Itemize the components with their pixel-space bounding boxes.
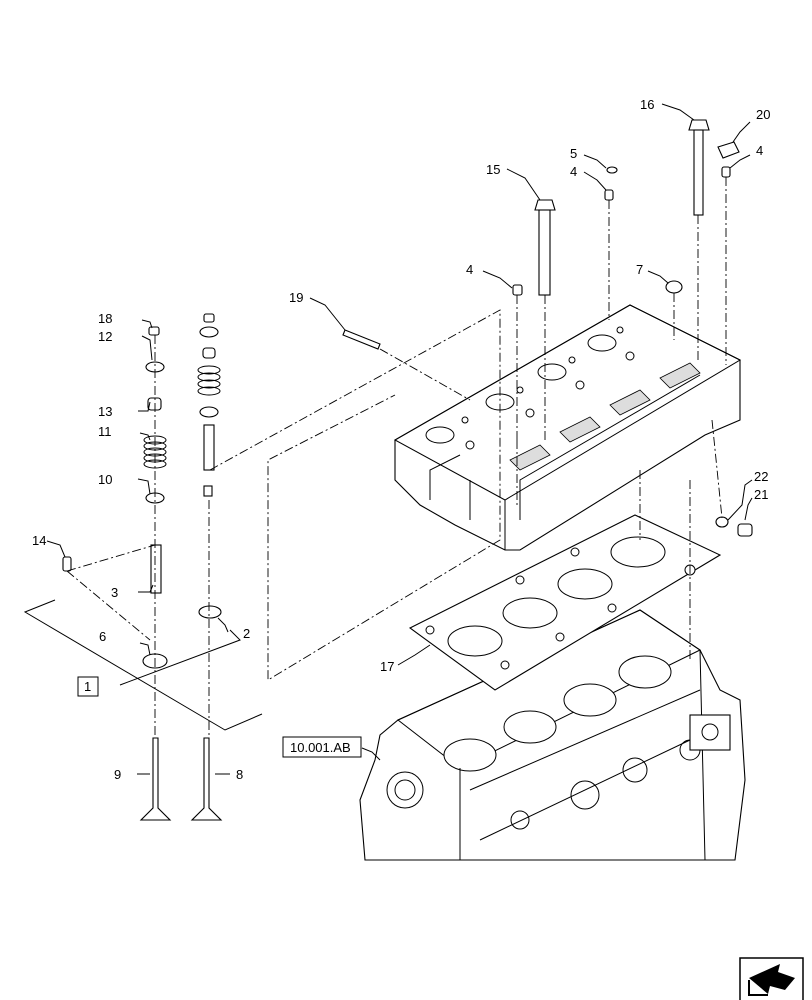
- callout-6: 6: [99, 629, 106, 644]
- callout-2: 2: [243, 626, 250, 641]
- callout-4-left: 4: [466, 262, 473, 277]
- callout-3: 3: [111, 585, 118, 600]
- callout-19: 19: [289, 290, 303, 305]
- callout-1: 1: [84, 679, 91, 694]
- callout-labels: 18 12 13 11 10 14 3 2 6 9 8 15 16 20 4 5…: [32, 97, 770, 782]
- callout-16: 16: [640, 97, 654, 112]
- hardware: [342, 119, 753, 537]
- leader-lines: [46, 103, 753, 775]
- engine-block: [359, 609, 746, 861]
- callout-12: 12: [98, 329, 112, 344]
- callout-14: 14: [32, 533, 46, 548]
- callout-7: 7: [636, 262, 643, 277]
- callout-4-center: 4: [570, 164, 577, 179]
- callout-1-box: 1: [77, 676, 99, 697]
- callout-5: 5: [570, 146, 577, 161]
- callout-8: 8: [236, 767, 243, 782]
- callout-22: 22: [754, 469, 768, 484]
- next-page-arrow-icon[interactable]: [739, 957, 804, 1000]
- callout-11: 11: [98, 424, 112, 439]
- valve-group-frame: [23, 599, 263, 731]
- callout-15: 15: [486, 162, 500, 177]
- callout-4-top-right: 4: [756, 143, 763, 158]
- reference-label[interactable]: 10.001.AB: [290, 740, 351, 755]
- head-gasket: [408, 514, 722, 691]
- callout-21: 21: [754, 487, 768, 502]
- callout-18: 18: [98, 311, 112, 326]
- callout-9: 9: [114, 767, 121, 782]
- valve-train: [62, 313, 223, 821]
- callout-20: 20: [756, 107, 770, 122]
- assembly-lines: [66, 177, 727, 738]
- cylinder-head: [393, 304, 742, 551]
- callout-10: 10: [98, 472, 112, 487]
- callout-13: 13: [98, 404, 112, 419]
- callout-17: 17: [380, 659, 394, 674]
- reference-link[interactable]: 10.001.AB: [282, 736, 362, 758]
